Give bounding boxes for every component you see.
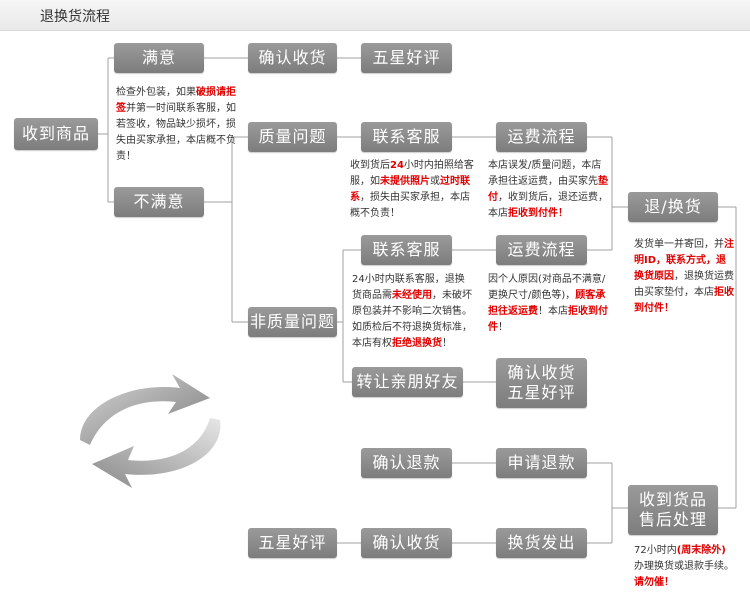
note-segment: 24	[390, 160, 404, 171]
node-apply-refund: 申请退款	[496, 448, 587, 478]
node-line: 五星好评	[507, 383, 576, 402]
note-segment: 72小时内	[634, 545, 677, 556]
note-contact-24h: 收到货后24小时内拍照给客服，如未提供照片或过时联系，损失由买家承担，本店概不负…	[350, 158, 475, 222]
node-transfer-friends: 转让亲朋好友	[352, 367, 463, 397]
node-contact-cs-2: 联系客服	[361, 235, 452, 265]
note-segment: ，损失由买家承担，本店概不负责！	[350, 192, 470, 219]
note-after-sale: 72小时内(周末除外) 办理换货或退款手续。请勿催！	[634, 543, 734, 591]
node-satisfied: 满意	[114, 43, 204, 73]
note-segment: 办理换货或退款手续。	[634, 561, 734, 572]
node-received-after-sale: 收到货品 售后处理	[628, 485, 718, 535]
note-segment: 破损	[196, 87, 216, 98]
note-segment: ，退换货运费由买家垫付，本店	[634, 271, 734, 298]
note-segment: 过时联系	[350, 176, 470, 203]
note-segment: ，未破坏原包装并不影响二次销售。如质检后不符退换货标准，本店有权	[352, 290, 472, 349]
note-segment: 拒收到付件！	[508, 208, 568, 219]
node-line: 收到货品	[638, 490, 707, 509]
node-exchange-shipped: 换货发出	[496, 528, 587, 558]
node-line: 确认收货	[507, 363, 576, 382]
node-unsatisfied: 不满意	[114, 187, 204, 217]
note-segment: 并第一时间联系客服，如若签收，物品缺少损坏，损失由买家承担，本店概不负责！	[116, 103, 236, 162]
page-title: 退换货流程	[40, 9, 110, 25]
node-five-star-bottom: 五星好评	[248, 528, 337, 558]
note-inspect: 检查外包装，如果破损请拒签并第一时间联系客服，如若签收，物品缺少损坏，损失由买家…	[116, 85, 236, 165]
note-segment: 小时内拍照给客服，如	[350, 160, 474, 187]
note-segment: 未提供照片	[380, 176, 430, 187]
note-segment: 发货单一并寄回，并	[634, 239, 724, 250]
note-segment: ！	[442, 338, 452, 349]
note-segment: 24小时内联系客服，退换货商品需	[352, 274, 465, 301]
node-confirm-receipt-top: 确认收货	[248, 43, 337, 73]
note-segment: ！	[498, 322, 508, 333]
note-segment: 请勿催！	[634, 577, 674, 588]
note-segment: (周末除外)	[676, 545, 726, 556]
note-non-quality-24h: 24小时内联系客服，退换货商品需未经使用，未破坏原包装并不影响二次销售。如质检后…	[352, 272, 472, 352]
swirl-logo-icon	[80, 374, 221, 488]
node-confirm-refund: 确认退款	[361, 448, 452, 478]
note-segment: 拒收到付件！	[634, 287, 734, 314]
node-shipping-flow-1: 运费流程	[496, 122, 587, 152]
note-return: 发货单一并寄回，并注明ID，联系方式，退换货原因，退换货运费由买家垫付，本店拒收…	[634, 237, 734, 317]
node-shipping-flow-2: 运费流程	[496, 235, 587, 265]
note-segment: 拒绝退换货	[392, 338, 442, 349]
node-five-star-top: 五星好评	[361, 43, 452, 73]
note-segment: 收到货后	[350, 160, 390, 171]
note-shipping-quality: 本店误发/质量问题，本店承担往返运费，由买家先垫付，收到货后，退还运费，本店拒收…	[488, 158, 608, 222]
node-confirm-receipt-five-star: 确认收货 五星好评	[496, 358, 587, 408]
node-confirm-receipt-bottom: 确认收货	[361, 528, 452, 558]
note-segment: ，收到货后，退还运费，本店	[488, 192, 608, 219]
note-segment: 检查外包装，如果	[116, 87, 196, 98]
node-non-quality-issue: 非质量问题	[248, 307, 337, 337]
node-contact-cs-1: 联系客服	[361, 122, 452, 152]
note-shipping-personal: 因个人原因(对商品不满意/更换尺寸/颜色等)，顾客承担往返运费！本店拒收到付件！	[488, 272, 608, 336]
header-bar: 退换货流程	[0, 0, 750, 31]
node-received: 收到商品	[14, 118, 98, 150]
node-line: 售后处理	[638, 510, 707, 529]
note-segment: 垫付	[488, 176, 608, 203]
node-quality-issue: 质量问题	[248, 122, 337, 152]
note-segment: ！本店	[538, 306, 568, 317]
note-segment: 本店误发/质量问题，本店承担往返运费，由买家先	[488, 160, 602, 187]
note-segment: 拒收到付件	[488, 306, 608, 333]
note-segment: 注明ID，联系方式，退换货原因	[634, 239, 734, 282]
node-return-exchange: 退/换货	[628, 192, 718, 222]
note-segment: 未经使用	[392, 290, 432, 301]
note-segment: 或	[430, 176, 440, 187]
note-segment: 请拒签	[116, 87, 236, 114]
note-segment: 因个人原因(对商品不满意/更换尺寸/颜色等)，	[488, 274, 606, 301]
note-segment: 顾客承担往返运费	[488, 290, 606, 317]
